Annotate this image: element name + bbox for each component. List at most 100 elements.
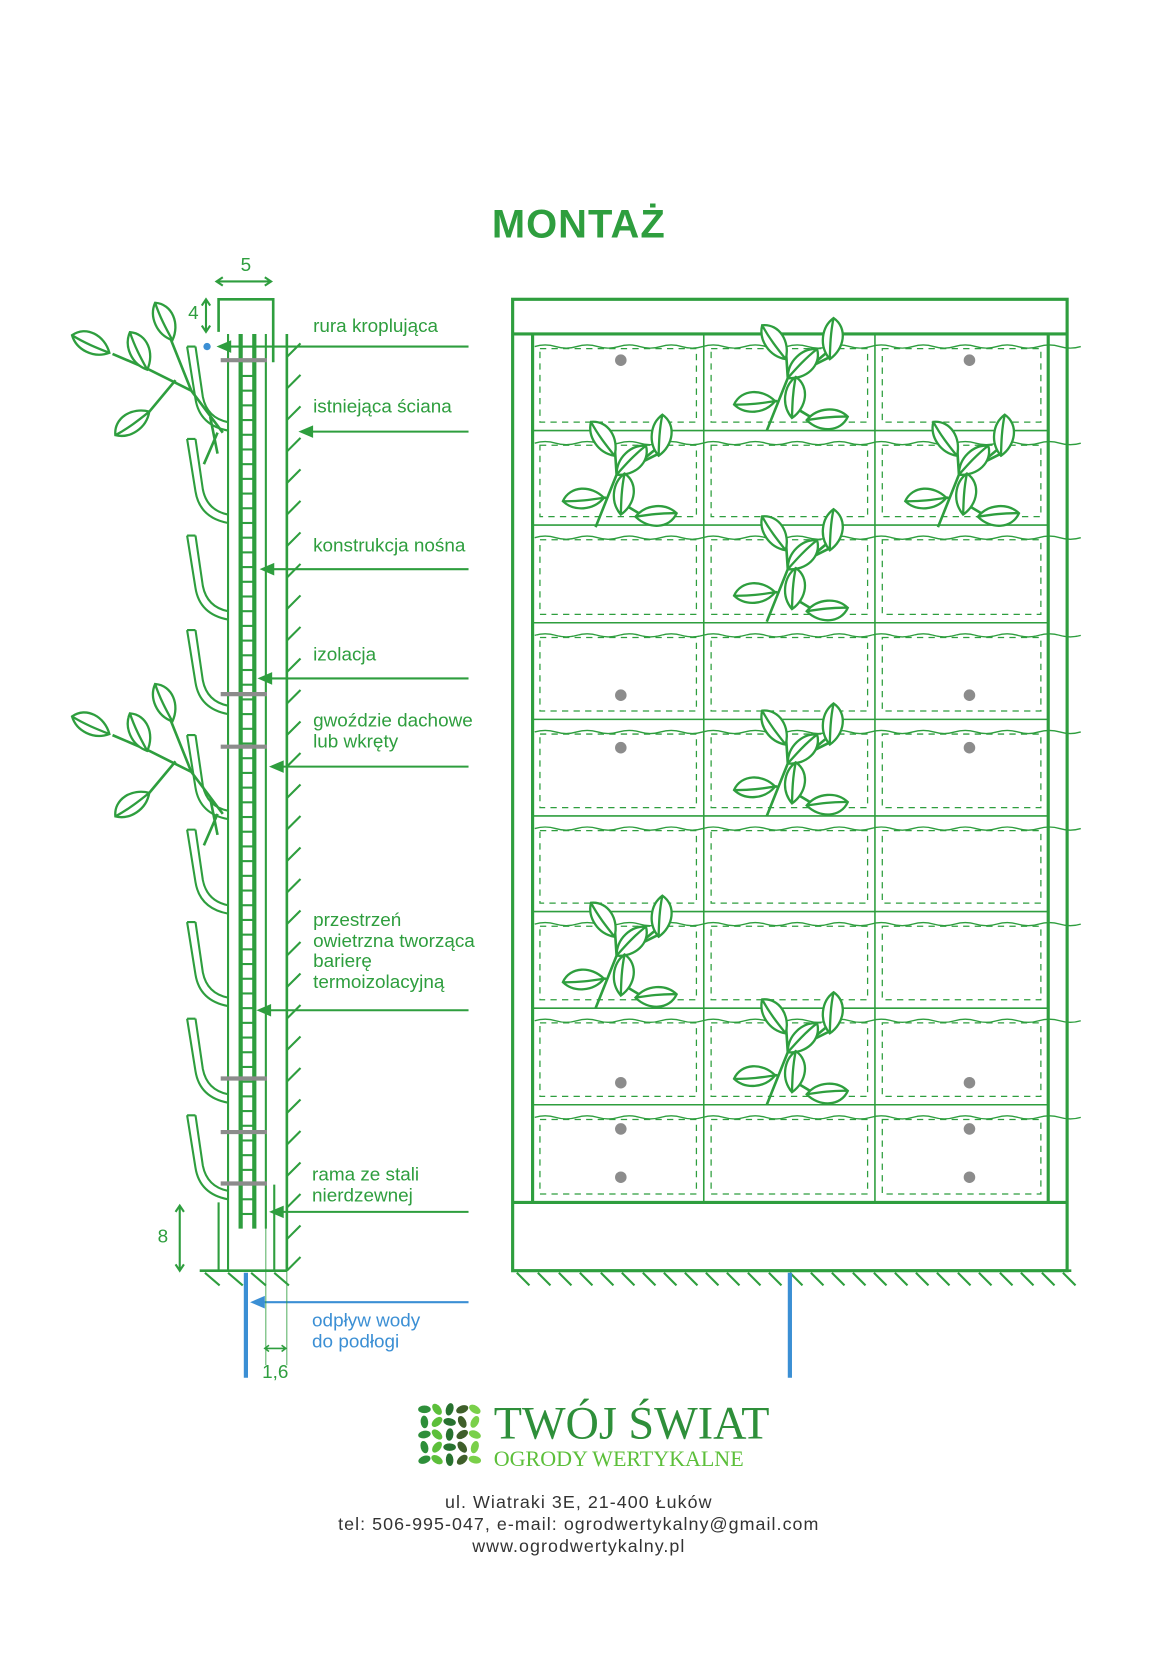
label-insulation: izolacja — [313, 645, 376, 666]
pocket-stitching — [881, 1022, 1042, 1097]
svg-text:rama ze stali: rama ze stali — [312, 1164, 419, 1185]
logo-leaf — [418, 1455, 431, 1464]
logo-leaf — [456, 1454, 468, 1465]
wall-hatch — [286, 1130, 302, 1146]
website: www.ogrodwertykalny.pl — [471, 1536, 685, 1556]
svg-text:istniejąca ściana: istniejąca ściana — [313, 397, 452, 418]
logo-leaf — [445, 1453, 454, 1467]
floor-hatch — [831, 1272, 846, 1287]
svg-text:do podłogi: do podłogi — [312, 1331, 399, 1352]
floor-hatch — [1020, 1272, 1035, 1287]
floor-hatch — [1062, 1272, 1077, 1287]
pocket-lip — [534, 921, 1081, 927]
dimension-bottom: 8 — [158, 1203, 185, 1273]
wall-hatch — [286, 1161, 302, 1177]
side-section — [69, 297, 469, 1378]
mounting-screw — [615, 741, 627, 754]
svg-text:5: 5 — [241, 255, 252, 276]
svg-text:gwoździe dachowe: gwoździe dachowe — [313, 711, 473, 732]
logo-leaf — [443, 1443, 456, 1451]
label-drain: odpływ wody do podłogi — [312, 1310, 421, 1352]
felt-pocket — [186, 345, 229, 432]
wall-hatch — [286, 1098, 302, 1114]
floor-hatch — [852, 1272, 867, 1287]
label-nails: gwoździe dachowe lub wkręty — [313, 711, 473, 753]
wall-hatch — [286, 1004, 302, 1020]
arrow-head-icon — [259, 562, 275, 576]
wall-hatch — [286, 909, 302, 925]
wall-hatch — [286, 468, 302, 484]
wall-hatch — [286, 783, 302, 799]
wall-hatch — [286, 405, 302, 421]
svg-text:nierdzewnej: nierdzewnej — [312, 1185, 413, 1206]
wall-hatch — [286, 878, 302, 894]
logo-leaf — [470, 1440, 479, 1454]
svg-text:OGRODY WERTYKALNE: OGRODY WERTYKALNE — [494, 1446, 744, 1471]
felt-pocket — [186, 629, 229, 716]
logo-leaf — [418, 1430, 431, 1439]
label-structure: konstrukcja nośna — [313, 535, 466, 556]
logo-leaf — [432, 1441, 442, 1453]
floor-hatch — [642, 1272, 657, 1287]
felt-pocket — [186, 437, 229, 525]
felt-pocket — [186, 1017, 229, 1104]
pocket-stitching — [539, 830, 698, 904]
wall-hatch — [286, 374, 302, 390]
pocket-stitching — [881, 636, 1042, 712]
felt-pocket — [186, 920, 229, 1008]
pocket-stitching — [881, 830, 1042, 904]
wall-hatch — [286, 972, 302, 988]
dimension-top: 4 — [188, 297, 212, 334]
floor-hatch — [747, 1272, 762, 1287]
svg-text:TWÓJ ŚWIAT: TWÓJ ŚWIAT — [494, 1398, 770, 1449]
wall-hatch — [286, 846, 302, 862]
logo-leaf — [457, 1441, 468, 1453]
floor-hatch — [250, 1271, 267, 1287]
svg-text:barierę: barierę — [313, 951, 372, 972]
top-cap — [217, 297, 275, 363]
pocket-lip — [534, 440, 1081, 446]
svg-text:rura kroplująca: rura kroplująca — [313, 316, 438, 337]
wall-hatch — [286, 563, 302, 579]
logo-leaf — [431, 1455, 443, 1465]
wall-hatch — [286, 689, 302, 705]
label-drip-pipe: rura kroplująca — [313, 316, 438, 337]
logo-leaf — [468, 1430, 481, 1439]
logo-leaf — [470, 1416, 480, 1428]
phone-email: tel: 506-995-047, e-mail: ogrodwertykaln… — [338, 1514, 819, 1534]
pocket-stitching — [710, 636, 869, 712]
dimension-gap: 1,6 — [262, 1344, 288, 1383]
wall-hatch — [286, 752, 302, 768]
arrow-head-icon — [256, 1003, 272, 1017]
pocket-stitching — [710, 830, 869, 904]
wall-hatch — [286, 657, 302, 673]
logo-leaf — [443, 1418, 456, 1426]
floor-hatch — [873, 1272, 888, 1287]
svg-text:owietrzna tworząca: owietrzna tworząca — [313, 931, 475, 952]
logo-leaf — [431, 1429, 443, 1440]
pocket-stitching — [710, 1118, 869, 1195]
floor-hatch — [204, 1271, 221, 1287]
logo-leaf — [420, 1440, 429, 1454]
floor-hatch — [227, 1271, 244, 1287]
floor-hatch — [1041, 1272, 1056, 1287]
mounting-screw — [615, 1171, 627, 1184]
wall-hatch — [286, 594, 302, 610]
wall-hatch — [286, 1035, 302, 1051]
pocket-stitching — [881, 539, 1042, 615]
mounting-screw — [963, 741, 976, 754]
svg-text:izolacja: izolacja — [313, 645, 376, 666]
wall-hatch — [286, 941, 302, 957]
mounting-screw — [615, 1123, 627, 1135]
floor-hatch — [915, 1272, 930, 1287]
front-view-panel — [511, 297, 1081, 1378]
floor-hatch — [621, 1272, 636, 1287]
logo-leaf — [445, 1403, 454, 1416]
logo-leaf — [420, 1415, 429, 1429]
wall-hatch — [286, 437, 302, 453]
pocket-stitching — [881, 733, 1042, 809]
floor-hatch — [978, 1272, 993, 1287]
floor-hatch — [957, 1272, 972, 1287]
pocket-lip — [534, 535, 1081, 540]
